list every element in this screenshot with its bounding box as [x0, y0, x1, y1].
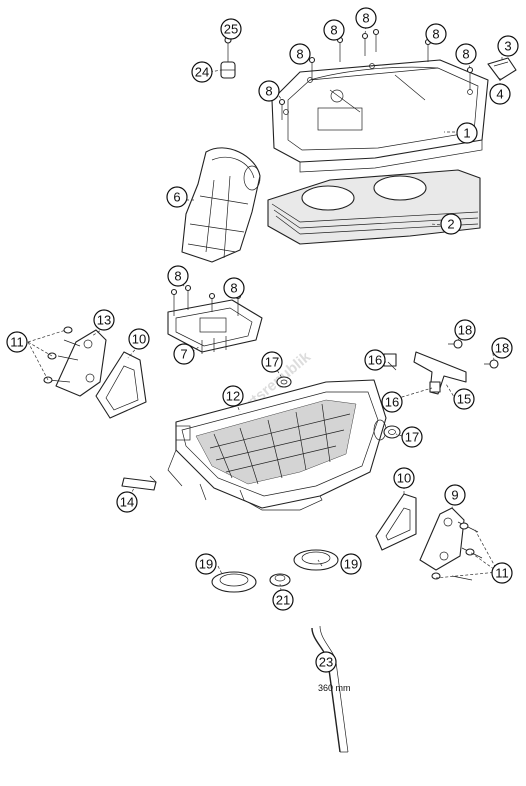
callout-14: 14	[116, 491, 138, 513]
callout-6: 6	[166, 186, 188, 208]
svg-text:8: 8	[174, 269, 181, 284]
svg-text:12: 12	[226, 389, 240, 404]
svg-text:25: 25	[224, 22, 238, 37]
callout-16: 16	[381, 391, 403, 413]
airbox-housing	[167, 379, 387, 511]
callout-11: 11	[491, 562, 513, 584]
callout-19: 19	[340, 553, 362, 575]
callout-8: 8	[223, 277, 245, 299]
callout-19: 19	[195, 553, 217, 575]
svg-text:11: 11	[495, 566, 509, 581]
svg-text:18: 18	[495, 341, 509, 356]
callout-8: 8	[323, 19, 345, 41]
grommets	[276, 376, 401, 439]
callout-23: 23	[315, 651, 337, 673]
callout-9: 9	[444, 484, 466, 506]
bolt-and-bushing	[220, 36, 236, 79]
svg-text:19: 19	[199, 557, 213, 572]
svg-text:8: 8	[432, 27, 439, 42]
svg-text:10: 10	[132, 332, 146, 347]
callout-11: 11	[6, 331, 28, 353]
small-clip	[121, 475, 157, 491]
left-gasket	[95, 351, 147, 419]
svg-text:8: 8	[265, 84, 272, 99]
svg-text:19: 19	[344, 557, 358, 572]
svg-text:8: 8	[230, 281, 237, 296]
svg-text:10: 10	[397, 471, 411, 486]
svg-text:16: 16	[385, 395, 399, 410]
callout-16: 16	[364, 349, 386, 371]
hose-length-note: 360 mm	[318, 683, 351, 693]
right-gasket	[375, 493, 417, 551]
svg-text:11: 11	[10, 335, 24, 350]
left-bracket-assembly	[43, 326, 107, 397]
callout-12: 12	[222, 385, 244, 407]
callout-2: 2	[440, 213, 462, 235]
svg-text:17: 17	[265, 355, 279, 370]
callout-18: 18	[454, 319, 476, 341]
svg-text:8: 8	[462, 47, 469, 62]
callout-10: 10	[393, 467, 415, 489]
svg-text:23: 23	[319, 655, 333, 670]
callout-17: 17	[401, 426, 423, 448]
intake-duct	[181, 147, 261, 263]
callout-21: 21	[272, 589, 294, 611]
callout-25: 25	[220, 18, 242, 40]
svg-text:24: 24	[195, 65, 209, 80]
callout-1: 1	[456, 122, 478, 144]
callout-8: 8	[355, 7, 377, 29]
svg-text:1: 1	[463, 126, 470, 141]
lid-clip	[487, 57, 517, 81]
svg-text:8: 8	[330, 23, 337, 38]
svg-text:18: 18	[458, 323, 472, 338]
svg-text:6: 6	[173, 190, 180, 205]
svg-text:14: 14	[120, 495, 134, 510]
airbox-lid	[271, 59, 489, 173]
svg-text:4: 4	[496, 87, 503, 102]
seals-and-cap	[211, 549, 339, 593]
svg-text:17: 17	[405, 430, 419, 445]
callout-8: 8	[258, 80, 280, 102]
callout-8: 8	[167, 265, 189, 287]
svg-text:7: 7	[180, 347, 187, 362]
mounting-bracket	[167, 284, 263, 354]
svg-text:2: 2	[447, 217, 454, 232]
svg-text:13: 13	[97, 313, 111, 328]
callout-8: 8	[289, 43, 311, 65]
air-filter	[267, 169, 481, 245]
svg-text:21: 21	[276, 593, 290, 608]
svg-text:9: 9	[451, 488, 458, 503]
svg-text:8: 8	[296, 47, 303, 62]
callout-24: 24	[191, 61, 213, 83]
svg-text:16: 16	[368, 353, 382, 368]
callout-18: 18	[491, 337, 513, 359]
callout-10: 10	[128, 328, 150, 350]
svg-text:8: 8	[362, 11, 369, 26]
side-bracket-assembly	[383, 339, 499, 395]
svg-text:15: 15	[457, 392, 471, 407]
callout-4: 4	[489, 83, 511, 105]
callout-7: 7	[173, 343, 195, 365]
callout-13: 13	[93, 309, 115, 331]
lid-screws	[278, 28, 474, 120]
svg-text:3: 3	[504, 39, 511, 54]
callout-8: 8	[455, 43, 477, 65]
callout-3: 3	[497, 35, 519, 57]
callout-15: 15	[453, 388, 475, 410]
right-bracket-assembly	[419, 507, 483, 581]
callout-17: 17	[261, 351, 283, 373]
callout-8: 8	[425, 23, 447, 45]
